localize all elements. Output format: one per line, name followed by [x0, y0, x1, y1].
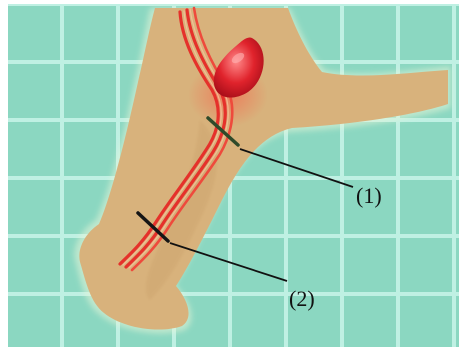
label-2: (2)	[289, 286, 315, 311]
label-1: (1)	[356, 183, 382, 208]
